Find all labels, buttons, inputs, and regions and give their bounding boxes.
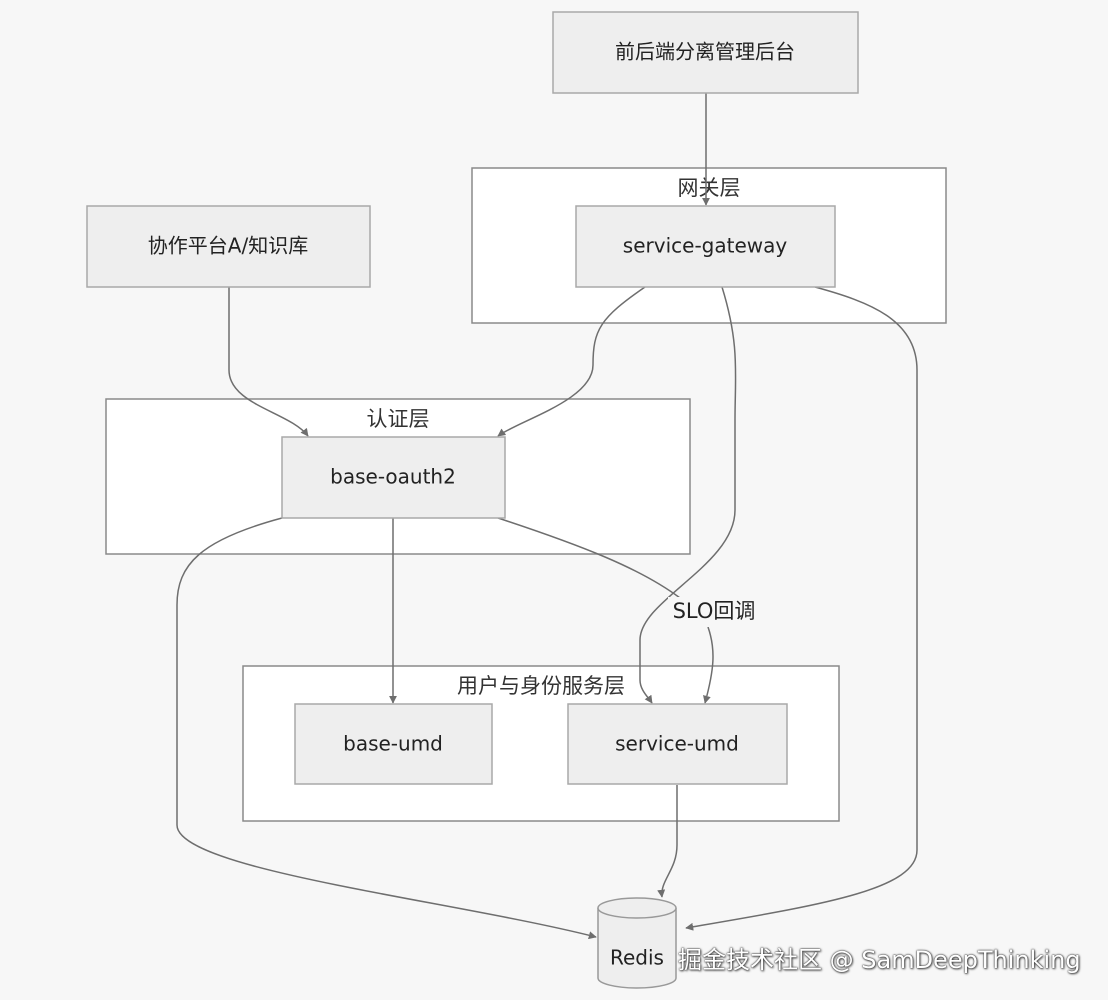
cluster-gateway-layer-label: 网关层	[678, 176, 741, 200]
edge-service-umd-to-redis	[657, 785, 678, 898]
watermark: 掘金技术社区 @ SamDeepThinking	[678, 946, 1081, 974]
node-collab-label: 协作平台A/知识库	[148, 234, 308, 258]
node-oauth-label: base-oauth2	[330, 465, 456, 489]
database-icon	[597, 908, 677, 989]
node-gateway-label: service-gateway	[623, 234, 788, 258]
node-base-umd[interactable]: base-umd	[294, 703, 493, 785]
cluster-auth-layer-label: 认证层	[367, 407, 430, 431]
edge-collab-to-oauth	[228, 287, 309, 437]
node-gateway[interactable]: service-gateway	[575, 205, 836, 288]
edge-gateway-to-oauth	[497, 286, 646, 437]
node-admin-label: 前后端分离管理后台	[615, 40, 795, 64]
node-service-umd-label: service-umd	[615, 732, 739, 756]
edge-oauth-to-redis	[176, 517, 597, 940]
edge-label-slo: SLO回调	[668, 597, 760, 627]
node-admin[interactable]: 前后端分离管理后台	[552, 11, 859, 94]
edge-gateway-to-redis	[685, 286, 918, 931]
node-redis-label: Redis	[610, 946, 664, 970]
node-base-umd-label: base-umd	[343, 732, 443, 756]
cluster-user-layer-label: 用户与身份服务层	[457, 674, 625, 698]
node-oauth[interactable]: base-oauth2	[281, 436, 506, 519]
node-redis[interactable]: Redis	[597, 897, 677, 989]
edge-gateway-to-service-umd	[639, 286, 737, 704]
node-collab[interactable]: 协作平台A/知识库	[86, 205, 371, 288]
edge-label-slo-text: SLO回调	[673, 599, 756, 623]
edge-oauth-to-service-umd	[497, 517, 714, 703]
node-service-umd[interactable]: service-umd	[567, 703, 788, 785]
